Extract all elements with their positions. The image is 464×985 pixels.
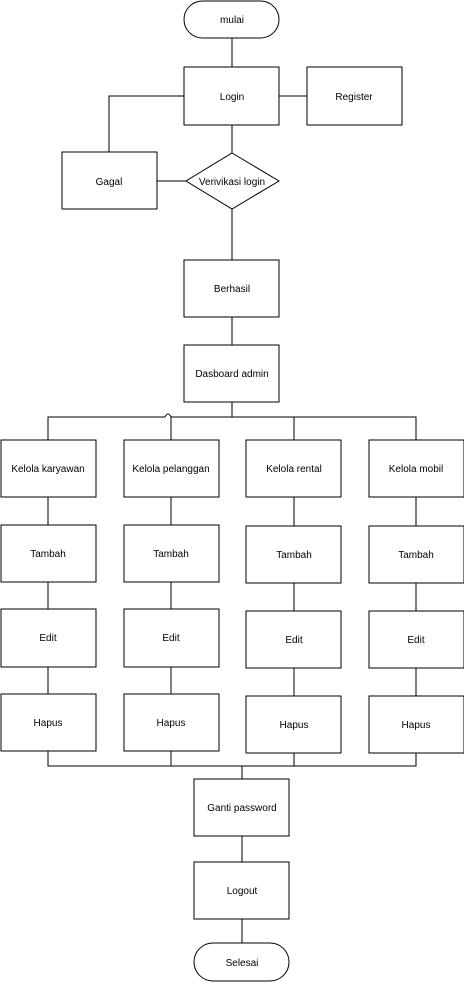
connectors (47, 38, 417, 943)
manage-rental-column: Kelola rental Tambah Edit Hapus (245, 439, 342, 754)
rental-add-label: Tambah (276, 550, 312, 561)
manage-employee-column: Kelola karyawan Tambah Edit Hapus (0, 439, 97, 752)
change-password-box: Ganti password (193, 778, 290, 837)
edge-bus-jump (164, 413, 172, 418)
manage-car-column: Kelola mobil Tambah Edit Hapus (368, 439, 464, 754)
employee-edit-label: Edit (39, 633, 56, 644)
edge-bus-right (232, 416, 417, 440)
car-add-label: Tambah (398, 550, 434, 561)
end-terminator: Selesai (193, 942, 290, 982)
verify-label: Verivikasi login (199, 177, 265, 188)
manage-rental-label: Kelola rental (266, 464, 322, 475)
success-box: Berhasil (183, 259, 280, 318)
register-label: Register (335, 92, 373, 103)
register-box: Register (306, 66, 403, 126)
rental-edit-label: Edit (285, 635, 302, 646)
customer-edit-label: Edit (162, 633, 179, 644)
success-label: Berhasil (214, 284, 250, 295)
car-delete-label: Hapus (402, 720, 431, 731)
employee-delete-label: Hapus (34, 718, 63, 729)
logout-label: Logout (227, 886, 258, 897)
failed-box: Gagal (61, 151, 158, 210)
edge-login-failed (108, 95, 184, 152)
edge-dashboard-bus (171, 402, 233, 418)
car-edit-label: Edit (407, 635, 424, 646)
manage-customer-column: Kelola pelanggan Tambah Edit Hapus (123, 439, 220, 752)
change-password-label: Ganti password (207, 803, 276, 814)
end-label: Selesai (226, 958, 259, 969)
dashboard-label: Dasboard admin (195, 369, 268, 380)
edge-merge-bus (47, 751, 417, 767)
start-label: mulai (220, 15, 244, 26)
customer-add-label: Tambah (153, 549, 189, 560)
manage-employee-label: Kelola karyawan (11, 464, 84, 475)
manage-customer-label: Kelola pelanggan (132, 464, 209, 475)
logout-box: Logout (193, 861, 290, 920)
start-terminator: mulai (183, 0, 280, 39)
failed-label: Gagal (96, 177, 123, 188)
manage-car-label: Kelola mobil (389, 464, 443, 475)
customer-delete-label: Hapus (157, 718, 186, 729)
rental-delete-label: Hapus (280, 720, 309, 731)
verify-decision: Verivikasi login (185, 152, 280, 210)
edge-bus-left (47, 416, 165, 440)
dashboard-box: Dasboard admin (183, 344, 280, 403)
employee-add-label: Tambah (30, 549, 66, 560)
login-label: Login (220, 92, 244, 103)
login-box: Login (183, 66, 280, 126)
